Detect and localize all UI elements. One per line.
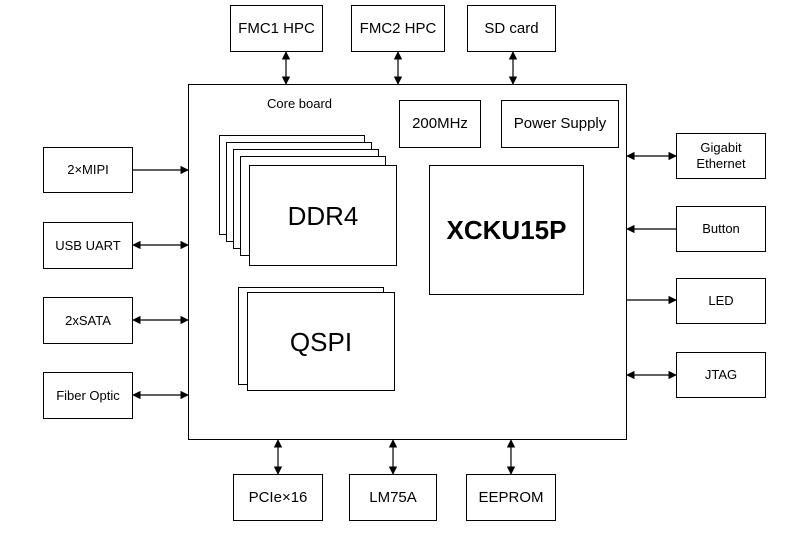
led-block: LED — [676, 278, 766, 324]
pcie-block: PCIe×16 — [233, 474, 323, 521]
lm75a-block: LM75A — [349, 474, 437, 521]
clock-block: 200MHz — [399, 100, 481, 148]
gigabit-ethernet-line1: Gigabit — [700, 140, 742, 155]
qspi-block: QSPI — [247, 292, 395, 391]
button-block: Button — [676, 206, 766, 252]
fiber-optic-block: Fiber Optic — [43, 372, 133, 419]
sdcard-block: SD card — [467, 5, 556, 52]
gigabit-ethernet-line2: Ethernet — [696, 156, 746, 171]
gigabit-ethernet-block: Gigabit Ethernet — [676, 133, 766, 179]
usb-uart-block: USB UART — [43, 222, 133, 269]
fmc1-hpc-block: FMC1 HPC — [230, 5, 323, 52]
mipi-block: 2×MIPI — [43, 147, 133, 193]
core-board-label: Core board — [267, 96, 333, 111]
ddr4-block: DDR4 — [249, 165, 397, 266]
core-board — [188, 84, 627, 440]
power-supply-block: Power Supply — [501, 100, 619, 148]
eeprom-block: EEPROM — [466, 474, 556, 521]
jtag-block: JTAG — [676, 352, 766, 398]
fpga-block: XCKU15P — [429, 165, 584, 295]
sata-block: 2xSATA — [43, 297, 133, 344]
fmc2-hpc-block: FMC2 HPC — [351, 5, 445, 52]
